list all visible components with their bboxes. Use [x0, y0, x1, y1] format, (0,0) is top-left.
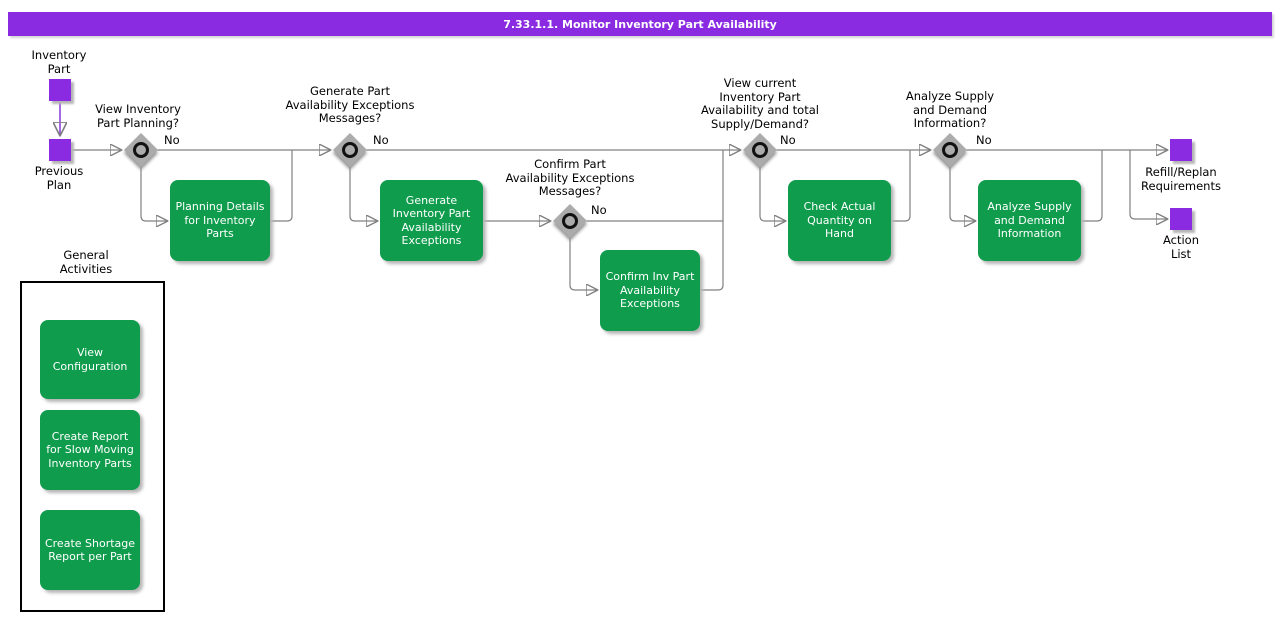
general-activity-create-report-slow-moving[interactable]: Create Report for Slow Moving Inventory …	[40, 410, 140, 490]
edge-decision3-to-activity3	[569, 237, 599, 290]
decision-circle-icon	[562, 213, 578, 229]
decision-circle-icon	[342, 142, 358, 158]
decision2-generate-part-availability-exceptions[interactable]	[333, 133, 367, 167]
refill-replan-label: Refill/Replan Requirements	[1141, 165, 1221, 193]
decision4-no-label: No	[780, 133, 796, 147]
edge-activity5-join	[1080, 150, 1103, 222]
edge-activity4-join	[890, 150, 911, 222]
decision-circle-icon	[752, 142, 768, 158]
activity-planning-details[interactable]: Planning Details for Inventory Parts	[170, 180, 270, 261]
edge-decision1-to-activity1	[140, 166, 169, 221]
decision3-question: Confirm Part Availability Exceptions Mes…	[505, 157, 635, 198]
decision4-view-current-availability-supply-demand[interactable]	[743, 133, 777, 167]
inventory-part-label: Inventory Part	[31, 48, 87, 76]
decision1-no-label: No	[164, 133, 180, 147]
decision4-question: View current Inventory Part Availability…	[701, 76, 819, 131]
action-list-node[interactable]	[1170, 208, 1192, 230]
edge-decision2-to-activity2	[349, 166, 379, 221]
activity-confirm-inv-part-availability-exceptions[interactable]: Confirm Inv Part Availability Exceptions	[600, 250, 700, 331]
general-activities-title: General Activities	[59, 248, 113, 276]
previous-plan-node[interactable]	[49, 139, 71, 161]
inventory-part-node[interactable]	[49, 79, 71, 101]
decision3-no-label: No	[591, 203, 607, 217]
previous-plan-label: Previous Plan	[34, 164, 84, 192]
edge-decision5-to-activity5	[949, 166, 977, 221]
edge-branch-to-action-list	[1129, 149, 1169, 219]
activity-generate-inventory-part-availability-exceptions[interactable]: Generate Inventory Part Availability Exc…	[380, 180, 483, 261]
decision3-confirm-part-availability-exceptions[interactable]	[553, 204, 587, 238]
edge-decision4-to-activity4	[759, 166, 787, 221]
activity-analyze-supply-and-demand-information[interactable]: Analyze Supply and Demand Information	[978, 180, 1081, 261]
general-activity-view-configuration[interactable]: View Configuration	[40, 320, 140, 399]
decision2-no-label: No	[373, 133, 389, 147]
decision5-question: Analyze Supply and Demand Information?	[905, 89, 995, 130]
decision2-question: Generate Part Availability Exceptions Me…	[285, 84, 415, 125]
action-list-label: Action List	[1162, 233, 1200, 261]
general-activity-create-shortage-report[interactable]: Create Shortage Report per Part	[40, 510, 140, 590]
decision1-view-inventory-part-planning[interactable]	[124, 133, 158, 167]
edge-activity3-join	[699, 150, 724, 291]
activity-check-actual-quantity-on-hand[interactable]: Check Actual Quantity on Hand	[788, 180, 891, 261]
decision5-analyze-supply-demand[interactable]	[933, 133, 967, 167]
refill-replan-node[interactable]	[1170, 139, 1192, 161]
decision-circle-icon	[133, 142, 149, 158]
diagram-title: 7.33.1.1. Monitor Inventory Part Availab…	[503, 17, 777, 31]
decision-circle-icon	[942, 142, 958, 158]
diagram-title-bar: 7.33.1.1. Monitor Inventory Part Availab…	[8, 12, 1272, 36]
decision1-question: View Inventory Part Planning?	[95, 102, 181, 130]
decision5-no-label: No	[976, 133, 992, 147]
edge-activity1-join	[269, 150, 293, 222]
